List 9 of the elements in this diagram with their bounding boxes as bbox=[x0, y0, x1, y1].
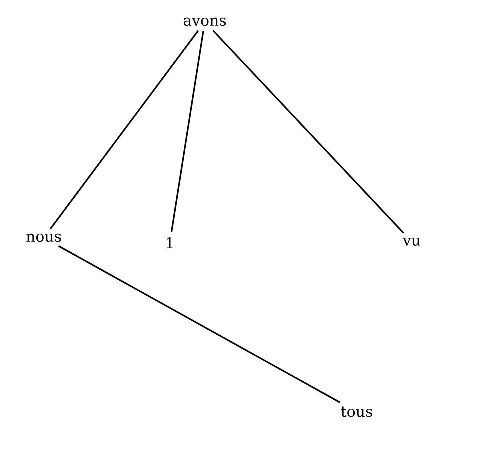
tree-branch bbox=[50, 30, 200, 230]
tree-node-label: nous bbox=[26, 234, 62, 242]
tree-branch bbox=[212, 30, 404, 234]
tree-node-label: vu bbox=[402, 238, 420, 246]
tree-node-label: avons bbox=[184, 18, 226, 26]
tree-node-label: 1 bbox=[167, 237, 173, 249]
tree-node-label: tous bbox=[341, 406, 372, 418]
tree-branch bbox=[58, 246, 341, 404]
tree-branch bbox=[170, 31, 204, 232]
